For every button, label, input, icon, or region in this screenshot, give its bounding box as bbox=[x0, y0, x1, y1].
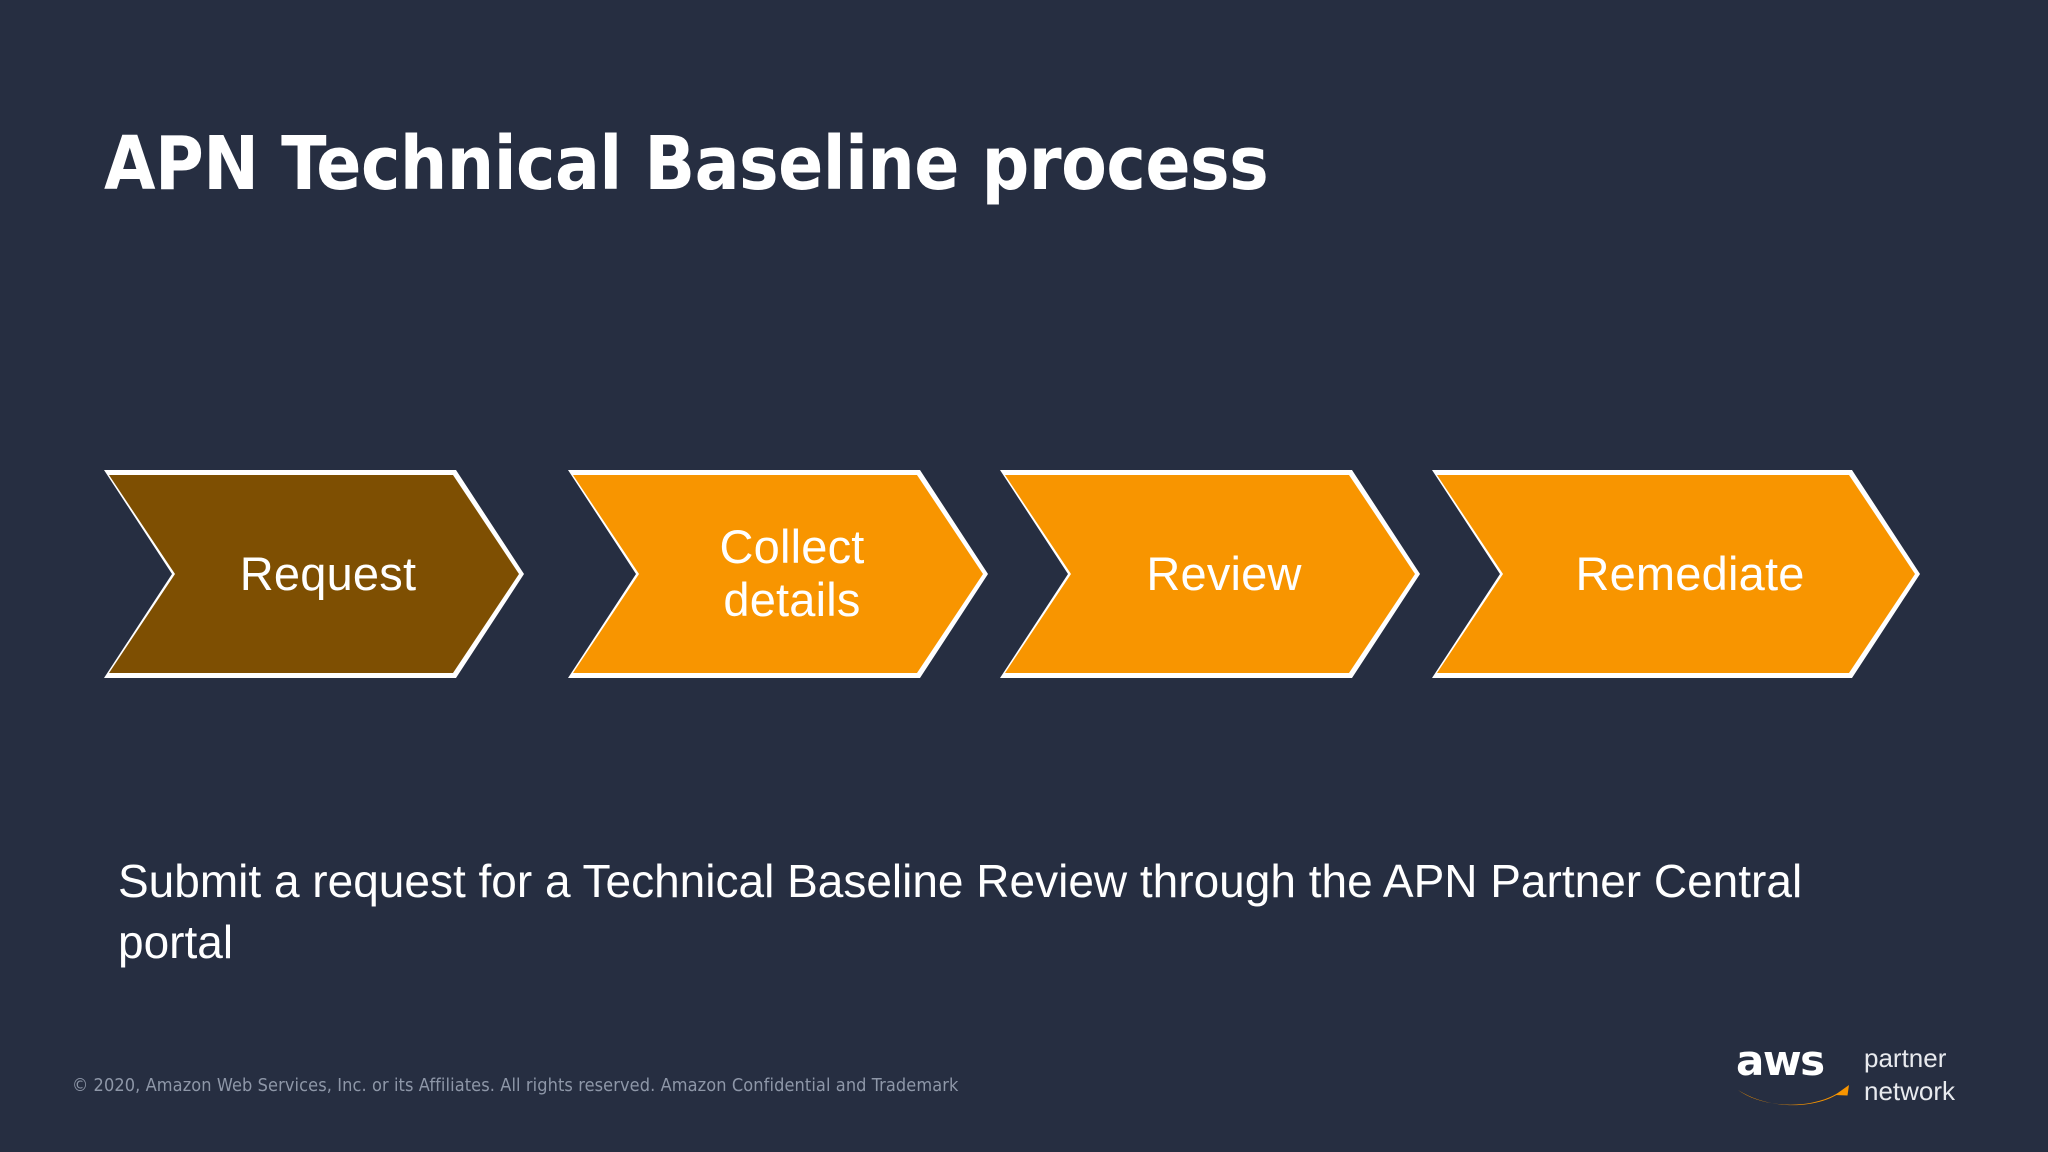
slide-body-text: Submit a request for a Technical Baselin… bbox=[118, 855, 1803, 968]
process-step-request[interactable]: Request bbox=[104, 470, 524, 678]
process-step-label: Collect details bbox=[719, 520, 865, 626]
footer-copyright: © 2020, Amazon Web Services, Inc. or its… bbox=[72, 1075, 959, 1096]
process-step-remediate[interactable]: Remediate bbox=[1432, 470, 1920, 678]
aws-wordmark: aws bbox=[1736, 1036, 1825, 1085]
process-step-collect-details[interactable]: Collect details bbox=[568, 470, 988, 678]
process-step-label: Remediate bbox=[1575, 546, 1805, 600]
process-chevron-row: Request Collect details Review Remediate bbox=[0, 470, 2048, 680]
partner-network-wordmark: partner network bbox=[1864, 1043, 1956, 1107]
aws-partner-network-logo: aws partner network bbox=[1736, 1038, 1976, 1110]
process-step-label: Request bbox=[239, 546, 417, 600]
process-step-remediate-fill: Remediate bbox=[1437, 475, 1915, 673]
page-title: APN Technical Baseline process bbox=[104, 120, 1269, 207]
aws-smile-arrow-icon bbox=[1738, 1085, 1849, 1106]
process-step-review[interactable]: Review bbox=[1000, 470, 1420, 678]
process-step-collect-details-fill: Collect details bbox=[573, 475, 983, 673]
process-step-label: Review bbox=[1146, 546, 1302, 600]
process-step-request-fill: Request bbox=[109, 475, 519, 673]
process-step-review-fill: Review bbox=[1005, 475, 1415, 673]
